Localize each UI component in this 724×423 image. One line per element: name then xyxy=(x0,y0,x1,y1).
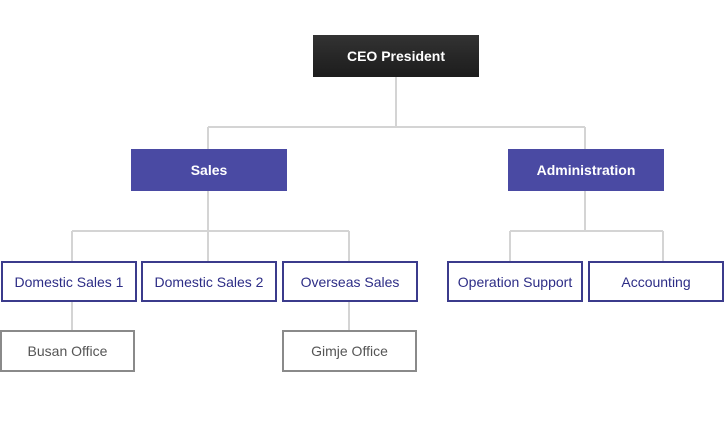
sales-department-node: Sales xyxy=(131,149,287,191)
domestic-sales-2-label: Domestic Sales 2 xyxy=(154,273,264,290)
operation-support-label: Operation Support xyxy=(457,273,573,290)
busan-office-node: Busan Office xyxy=(0,330,135,372)
domestic-sales-2-node: Domestic Sales 2 xyxy=(141,261,277,302)
gimje-office-node: Gimje Office xyxy=(282,330,417,372)
sales-department-label: Sales xyxy=(190,162,228,178)
administration-department-label: Administration xyxy=(536,162,636,178)
ceo-president-label: CEO President xyxy=(346,48,446,64)
accounting-node: Accounting xyxy=(588,261,724,302)
ceo-president-node: CEO President xyxy=(313,35,479,77)
operation-support-node: Operation Support xyxy=(447,261,583,302)
domestic-sales-1-label: Domestic Sales 1 xyxy=(14,273,124,290)
busan-office-label: Busan Office xyxy=(27,343,108,359)
accounting-label: Accounting xyxy=(621,273,691,290)
administration-department-node: Administration xyxy=(508,149,664,191)
domestic-sales-1-node: Domestic Sales 1 xyxy=(1,261,137,302)
overseas-sales-label: Overseas Sales xyxy=(300,273,400,290)
gimje-office-label: Gimje Office xyxy=(311,343,388,359)
overseas-sales-node: Overseas Sales xyxy=(282,261,418,302)
